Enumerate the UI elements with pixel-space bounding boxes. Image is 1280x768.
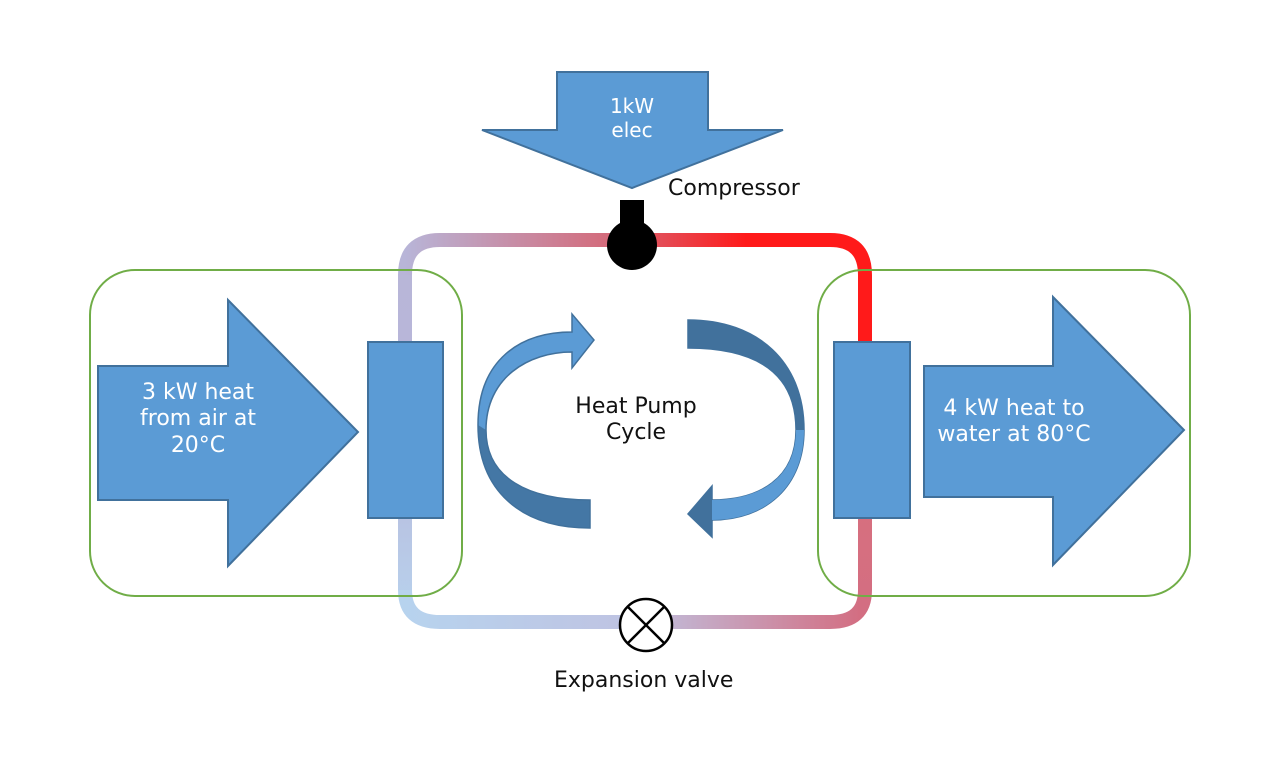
cycle-label: Heat Pump Cycle [556,394,716,447]
electric-input-line-1: 1kW [609,94,655,118]
electric-input-arrow [481,71,784,190]
heat-out-arrow [923,294,1186,568]
electric-input-line-2: elec [611,118,653,142]
heat-in-line-3: 20°C [170,432,226,458]
cycle-arrow-right [686,319,805,539]
evaporator [367,341,444,519]
evaporator-boundary [89,269,463,597]
cycle-arrow-left [477,311,595,529]
heat-out-line-2: water at 80°C [937,422,1091,448]
heat-in-line-2: from air at [140,406,256,432]
expansion-valve-icon [618,597,674,653]
compressor-icon [607,200,657,270]
cycle-line-1: Heat Pump [575,394,697,419]
cycle-line-2: Cycle [605,420,667,446]
expansion-valve-label: Expansion valve [554,668,734,693]
heat-out-label: 4 kW heat to water at 80°C [928,396,1100,449]
heat-out-line-1: 4 kW heat to [943,396,1085,421]
condenser-boundary [817,269,1191,597]
electric-input-label: 1kW elec [592,94,672,142]
condenser [833,341,911,519]
heat-in-arrow [97,297,360,569]
compressor-label: Compressor [668,176,800,201]
heat-in-label: 3 kW heat from air at 20°C [118,380,278,459]
heat-in-line-1: 3 kW heat [141,380,255,405]
